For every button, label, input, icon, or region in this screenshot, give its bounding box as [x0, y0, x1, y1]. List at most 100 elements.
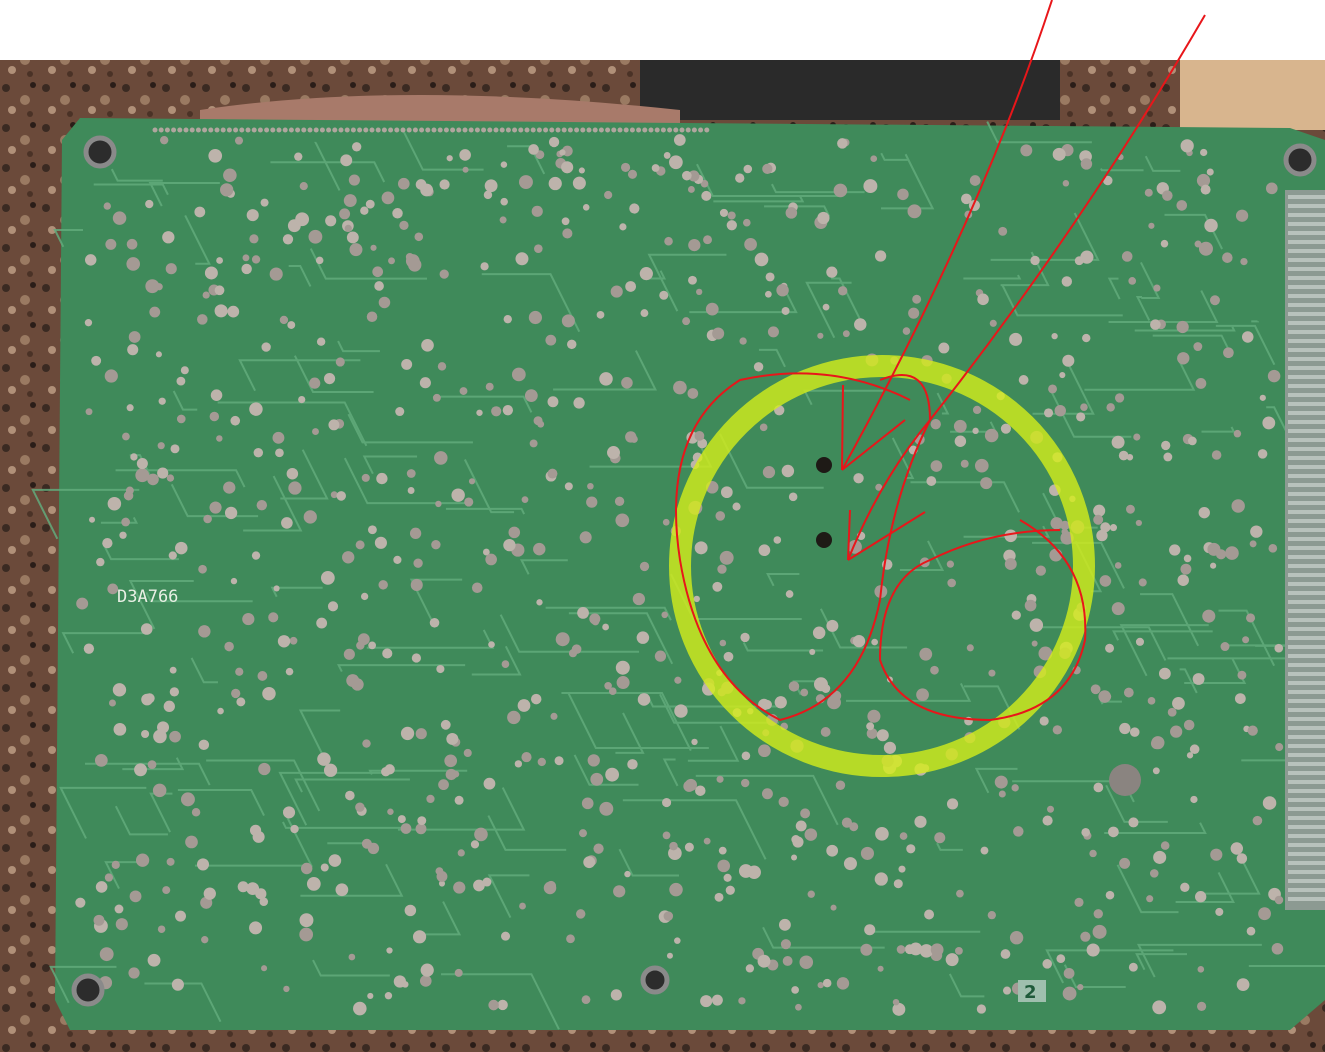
trace: [695, 774, 839, 826]
trace: [288, 264, 312, 287]
solder-joint: [360, 206, 369, 215]
solder-joint: [764, 290, 772, 298]
solder-joint: [697, 438, 708, 449]
trace: [422, 901, 462, 936]
solder-joint: [761, 788, 773, 800]
solder-joint: [1074, 897, 1084, 907]
solder-joint: [1186, 752, 1194, 759]
solder-joint: [279, 315, 289, 325]
solder-joint: [1111, 602, 1125, 616]
solder-joint: [781, 307, 790, 315]
solder-joint: [1093, 514, 1104, 525]
solder-joint: [289, 636, 298, 645]
solder-joint: [817, 332, 824, 339]
trace: [445, 507, 526, 515]
solder-joint: [826, 619, 839, 632]
solder-joint: [1128, 962, 1138, 972]
solder-joint: [367, 525, 377, 535]
connector-finger: [1288, 645, 1325, 649]
solder-joint: [191, 808, 201, 817]
solder-joint: [198, 739, 210, 751]
solder-joint: [654, 127, 660, 133]
solder-joint: [696, 288, 703, 296]
trace: [481, 273, 581, 333]
trace: [986, 121, 1092, 144]
solder-joint: [273, 585, 280, 592]
trace: [618, 848, 679, 877]
solder-joint: [684, 842, 694, 852]
solder-joint: [639, 561, 650, 572]
solder-joint: [574, 127, 580, 133]
solder-joint: [439, 269, 449, 279]
solder-joint: [669, 155, 683, 170]
solder-joint: [287, 321, 296, 329]
trace: [1112, 630, 1213, 641]
solder-joint: [800, 688, 809, 697]
solder-joint: [662, 831, 671, 840]
solder-joint: [1052, 725, 1063, 735]
solder-joint: [1080, 158, 1093, 170]
trace: [1045, 949, 1174, 984]
trace: [110, 168, 163, 182]
solder-joint: [166, 857, 175, 866]
solder-joint: [1039, 716, 1049, 726]
solder-joint: [1138, 578, 1147, 587]
solder-joint: [547, 396, 559, 408]
solder-joint: [596, 310, 605, 319]
solder-joint: [1236, 978, 1250, 992]
solder-joint: [344, 224, 352, 233]
solder-joint: [1242, 636, 1250, 644]
solder-joint: [446, 155, 453, 162]
solder-joint: [209, 501, 222, 514]
solder-joint: [1035, 565, 1047, 576]
solder-joint: [593, 843, 604, 854]
trace: [270, 586, 323, 598]
solder-joint: [1225, 546, 1239, 560]
trace: [337, 340, 380, 353]
solder-joint: [223, 481, 236, 494]
solder-joint: [714, 892, 724, 902]
solder-joint: [994, 775, 1008, 789]
solder-joint: [130, 453, 138, 461]
solder-joint: [960, 459, 969, 468]
solder-joint: [559, 149, 566, 156]
solder-joint: [663, 152, 671, 159]
trace: [487, 874, 530, 918]
solder-joint: [899, 832, 908, 840]
solder-joint: [776, 283, 789, 297]
solder-joint: [144, 693, 155, 704]
trace: [689, 291, 798, 314]
solder-joint: [1000, 423, 1011, 434]
solder-joint: [1106, 403, 1115, 412]
solder-joint: [482, 877, 492, 887]
solder-joint: [581, 995, 591, 1005]
solder-joint: [1204, 218, 1218, 233]
solder-joint: [300, 862, 313, 875]
solder-joint: [157, 925, 166, 933]
cardboard: [1180, 60, 1325, 130]
solder-joint: [485, 553, 497, 566]
solder-joint: [625, 431, 637, 443]
solder-joint: [209, 411, 220, 422]
solder-joint: [700, 995, 713, 1008]
solder-joint: [1123, 687, 1134, 698]
connector-finger: [1288, 699, 1325, 703]
connector-finger: [1288, 807, 1325, 811]
solder-joint: [1223, 347, 1234, 359]
solder-joint: [147, 760, 157, 769]
solder-joint: [1052, 147, 1066, 161]
solder-joint: [407, 487, 415, 494]
solder-joint: [639, 267, 653, 281]
solder-joint: [95, 881, 108, 893]
solder-joint: [400, 127, 406, 133]
trace: [742, 642, 824, 652]
solder-joint: [555, 127, 561, 133]
solder-joint: [1080, 403, 1088, 411]
solder-joint: [1121, 251, 1133, 262]
solder-joint: [1192, 673, 1205, 685]
connector-finger: [1288, 420, 1325, 424]
solder-joint: [103, 202, 111, 210]
solder-joint: [530, 693, 542, 705]
solder-joint: [166, 474, 175, 482]
solder-joint: [1105, 643, 1115, 653]
